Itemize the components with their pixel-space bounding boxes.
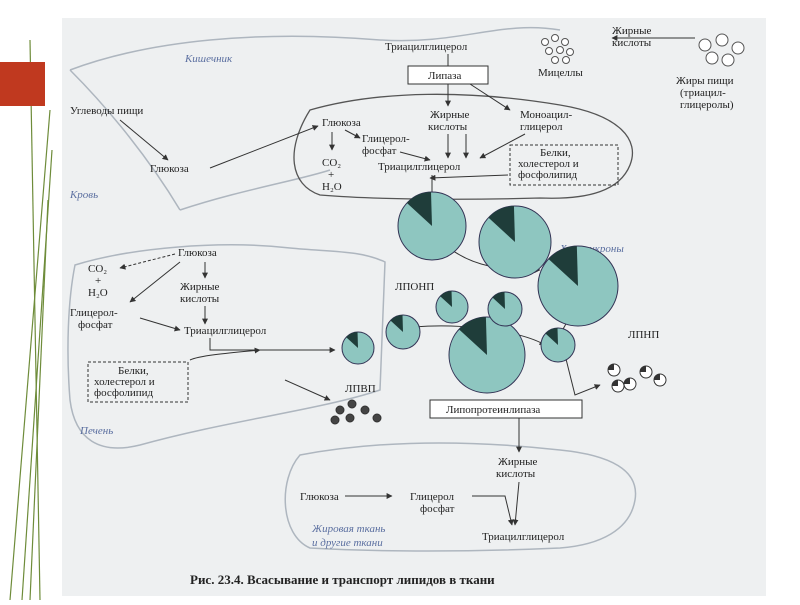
liver-proteins-2: холестерол и [94, 376, 155, 388]
vldl-droplet-core [440, 291, 452, 307]
liver-glycerophosphate-2: фосфат [78, 319, 113, 331]
fatty-acids-right-1: Жирные [612, 25, 652, 37]
adipose-fatty-acids-2: кислоты [496, 468, 536, 480]
lipase-label: Липаза [428, 70, 461, 82]
liver-tag: Триацилглицерол [184, 325, 267, 337]
diagram-panel [62, 18, 766, 596]
chylomicron-droplet-core [406, 192, 432, 226]
hdl-particle [347, 399, 357, 409]
ldl-particle-core [624, 378, 630, 384]
hdl-particle [345, 413, 355, 423]
intestinal-cell-outline [293, 93, 634, 200]
liver-fatty-acids-1: Жирные [180, 281, 220, 293]
region-label-adipose-1: Жировая ткань [311, 523, 385, 535]
fatty-acids-right-2: кислоты [612, 37, 652, 49]
monoacylglycerol-2: глицерол [520, 121, 563, 133]
liver-proteins-1: Белки, [118, 365, 149, 377]
cell-tag-resynth: Триацилглицерол [378, 161, 461, 173]
food-fat-droplets [698, 33, 745, 67]
lipoprotein-droplets [330, 191, 667, 425]
vldl-droplet-core [346, 332, 358, 348]
liver-h2o: H₂O [88, 287, 108, 299]
cell-co2: CO₂ [322, 157, 341, 169]
ldl-particle-core [640, 366, 646, 372]
cell-proteins-2: холестерол и [518, 158, 579, 170]
liver-proteins-box [87, 361, 189, 403]
blood-glucose-label: Глюкоза [150, 163, 189, 175]
hdl-label: ЛПВП [345, 383, 376, 395]
cell-proteins-1: Белки, [540, 147, 571, 159]
food-fats-1: Жиры пищи [676, 75, 734, 87]
ldl-label: ЛПНП [628, 329, 659, 341]
chylomicron-droplet-core [488, 206, 515, 242]
region-label-intestine: Кишечник [184, 53, 233, 65]
monoacylglycerol-1: Моноацил- [520, 109, 573, 121]
region-label-blood: Кровь [69, 189, 98, 201]
adipose-tag: Триацилглицерол [482, 531, 565, 543]
figure-caption: Рис. 23.4. Всасывание и транспорт липидо… [190, 572, 495, 587]
liver-glycerophosphate-1: Глицерол- [70, 307, 118, 319]
cell-proteins-box [509, 144, 619, 186]
region-label-adipose-2: и другие ткани [312, 537, 383, 549]
intestine-tag: Триацилглицерол [385, 41, 468, 53]
liver-fatty-acids-2: кислоты [180, 293, 220, 305]
ldl-particle-core [608, 364, 614, 370]
ldl-particle-core [612, 380, 618, 386]
vldl-droplet-core [492, 292, 505, 309]
liver-plus: + [95, 275, 101, 287]
cell-h2o: H₂O [322, 181, 342, 193]
cell-plus: + [328, 169, 334, 181]
chylomicron-droplet-core [548, 246, 578, 286]
vldl-droplet-core [545, 328, 558, 345]
food-fats-2: (триацил- [680, 87, 726, 99]
hdl-particle [372, 413, 382, 423]
micelles-label: Мицеллы [538, 67, 583, 79]
adipose-glycerophosphate-1: Глицерол [410, 491, 455, 503]
cell-glycerophosphate-1: Глицерол- [362, 133, 410, 145]
lipoprotein-lipase-box [429, 399, 583, 419]
liver-co2: CO₂ [88, 263, 107, 275]
liver-proteins-3: фосфолипид [94, 387, 154, 399]
hdl-particle [360, 405, 370, 415]
vldl-label: ЛПОНП [395, 281, 434, 293]
food-fats-3: глицеролы) [680, 99, 734, 111]
slide-decoration-lines [9, 39, 53, 601]
intestine-fatty-acids-2: кислоты [428, 121, 468, 133]
cell-proteins-3: фосфолипид [518, 169, 578, 181]
adipose-glycerophosphate-2: фосфат [420, 503, 455, 515]
hdl-particle [335, 405, 345, 415]
hdl-particle [330, 415, 340, 425]
chylomicron-droplet-core [458, 317, 487, 355]
adipose-glucose: Глюкоза [300, 491, 339, 503]
lipoprotein-lipase-label: Липопротеинлипаза [446, 404, 540, 416]
liver-glucose: Глюкоза [178, 247, 217, 259]
micelles-cluster [541, 34, 574, 64]
ldl-particle-core [654, 374, 660, 380]
intestine-fatty-acids-1: Жирные [430, 109, 470, 121]
intestine-outline [69, 26, 561, 211]
food-carbs-label: Углеводы пищи [70, 105, 143, 117]
vldl-droplet-core [390, 315, 403, 332]
cell-glucose-label: Глюкоза [322, 117, 361, 129]
slide-accent-tab [0, 62, 45, 106]
adipose-fatty-acids-1: Жирные [498, 456, 538, 468]
liver-outline [67, 244, 386, 449]
flow-arrow-ldl [564, 354, 601, 396]
region-label-liver: Печень [79, 425, 113, 437]
adipose-outline [284, 442, 637, 552]
cell-glycerophosphate-2: фосфат [362, 145, 397, 157]
